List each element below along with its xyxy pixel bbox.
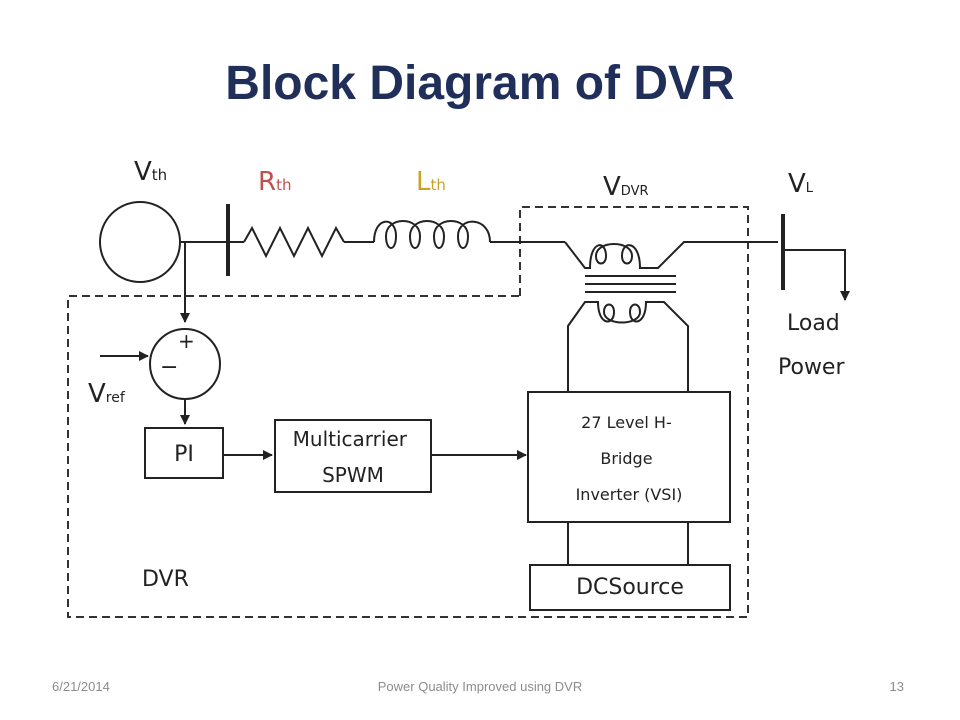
load-label: Load Power: [778, 311, 847, 380]
summer-minus: −: [160, 355, 178, 380]
footer-title: Power Quality Improved using DVR: [377, 679, 583, 694]
load-voltage-label: VL: [788, 169, 814, 199]
spwm-block: [274, 419, 432, 493]
inverter-block: [527, 391, 731, 523]
resistor-rth: [243, 225, 345, 259]
summer-plus: +: [178, 329, 195, 353]
pi-label: PI: [174, 442, 194, 467]
inverter-label: 27 Level H- Bridge Inverter (VSI): [576, 413, 683, 504]
dc-source-label: DCSource: [576, 575, 684, 600]
dc-source-block: [529, 564, 731, 611]
vref-label: Vref: [88, 379, 126, 409]
dvr-label: DVR: [142, 567, 189, 592]
voltage-source: [99, 201, 181, 283]
footer-date: 6/21/2014: [52, 679, 110, 694]
page-number: 13: [889, 679, 904, 694]
transformer-primary: [564, 241, 778, 269]
resistor-label: Rth: [258, 167, 291, 197]
load-arrow: [783, 249, 850, 301]
slide-title: Block Diagram of DVR: [225, 57, 735, 110]
source-label: Vth: [134, 157, 167, 187]
transformer-label: VDVR: [603, 172, 649, 202]
spwm-label: Multicarrier SPWM: [293, 427, 414, 487]
pi-controller-block: [144, 427, 224, 479]
transformer-secondary: [567, 301, 689, 392]
inductor-lth: [373, 220, 491, 249]
inductor-label: Lth: [416, 167, 446, 197]
